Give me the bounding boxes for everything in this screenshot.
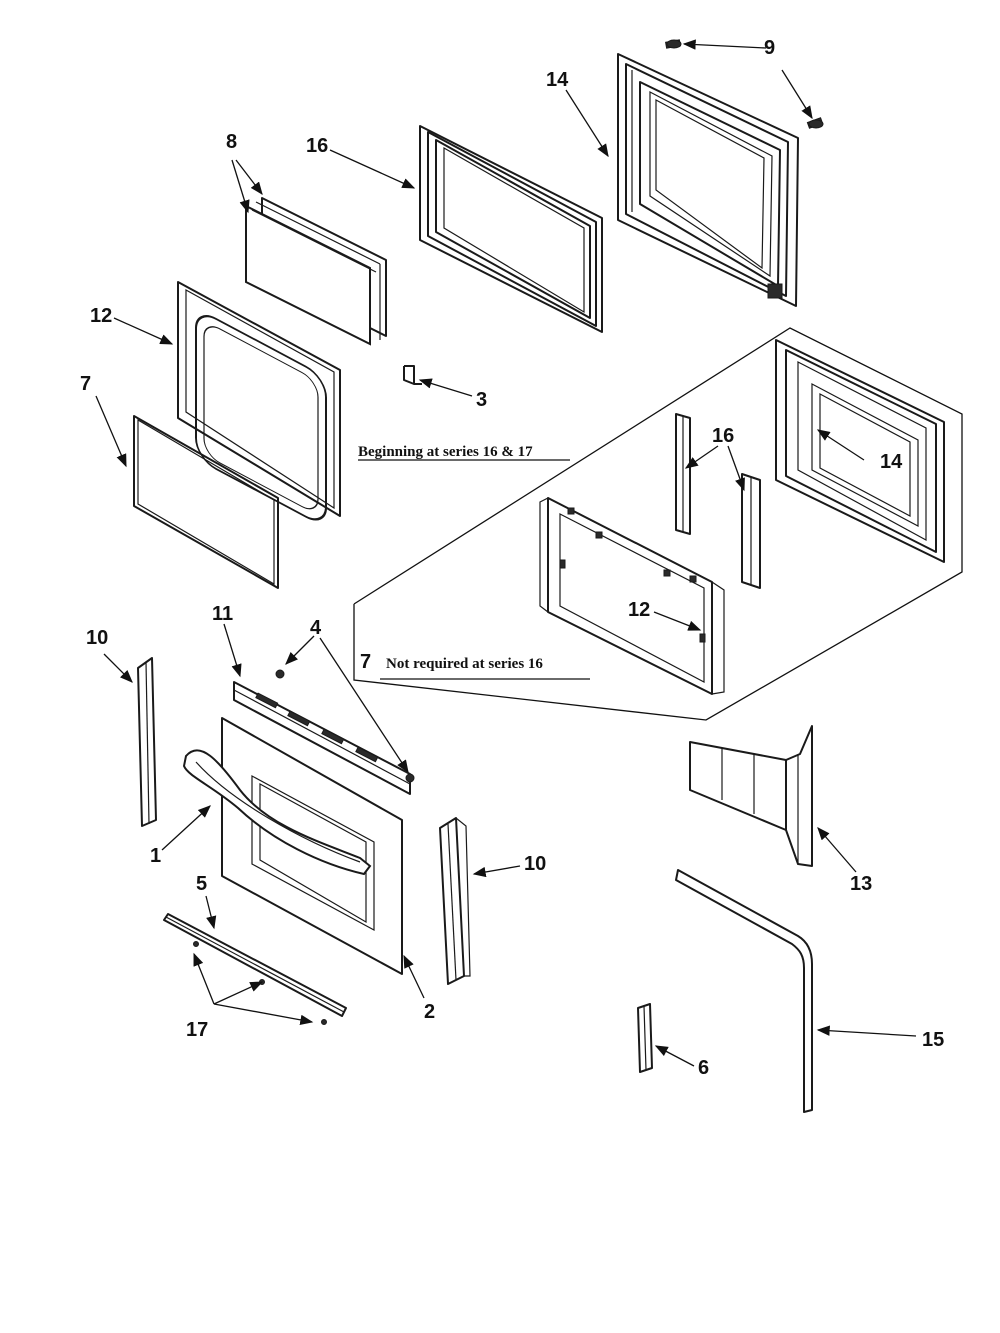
leader-lines — [95, 39, 917, 1067]
callout-13: 13 — [850, 873, 872, 895]
part-10-left-trim — [137, 657, 157, 827]
callout-15: 15 — [922, 1029, 944, 1051]
series-boundary-outline — [353, 327, 963, 721]
callout-11: 11 — [212, 603, 233, 625]
callout-14-top: 14 — [546, 69, 569, 91]
callout-3: 3 — [476, 389, 487, 411]
part-3-clip — [403, 365, 422, 385]
callout-14-inner: 14 — [880, 451, 903, 473]
part-8-glass-panes — [245, 197, 387, 346]
callout-12-inner: 12 — [628, 599, 650, 621]
callout-10-left: 10 — [86, 627, 108, 649]
callout-16-inner: 16 — [712, 425, 734, 447]
notes: Beginning at series 16 & 17 Not required… — [358, 444, 543, 672]
part-16-side-strips — [675, 413, 761, 589]
callout-16-top: 16 — [306, 135, 328, 157]
part-4-screws — [275, 669, 415, 783]
callout-4: 4 — [310, 617, 322, 639]
note-beginning-series: Beginning at series 16 & 17 — [358, 444, 533, 460]
callout-2: 2 — [424, 1001, 435, 1023]
part-15-door-seal — [675, 869, 813, 1113]
callout-labels: 9 14 16 8 12 7 3 14 16 12 7 10 11 4 1 10… — [80, 37, 944, 1079]
part-11-vent-trim — [233, 681, 411, 795]
part-5-bottom-strip — [163, 913, 347, 1017]
part-13-corner-piece — [689, 725, 813, 867]
callout-8: 8 — [226, 131, 237, 153]
part-6-small-strip — [637, 1003, 653, 1073]
callout-6: 6 — [698, 1057, 709, 1079]
part-10-right-trim — [439, 817, 471, 985]
callout-9: 9 — [764, 37, 775, 59]
callout-7-inner: 7 — [360, 651, 371, 673]
callout-5: 5 — [196, 873, 207, 895]
note-not-required: Not required at series 16 — [386, 656, 543, 672]
part-9-screws — [666, 39, 824, 129]
part-1-door-handle — [182, 749, 372, 876]
callout-17: 17 — [186, 1019, 208, 1041]
part-2-outer-door — [221, 717, 403, 975]
callout-1: 1 — [150, 845, 161, 867]
callout-10-right: 10 — [524, 853, 546, 875]
part-16-gasket — [419, 125, 603, 333]
callout-12-left: 12 — [90, 305, 112, 327]
callout-7-left: 7 — [80, 373, 91, 395]
part-14-door-frame — [617, 39, 824, 307]
part-12-inner-door — [539, 497, 725, 695]
part-14-inner-frame — [775, 339, 945, 563]
part-7-window-glass — [133, 415, 279, 589]
